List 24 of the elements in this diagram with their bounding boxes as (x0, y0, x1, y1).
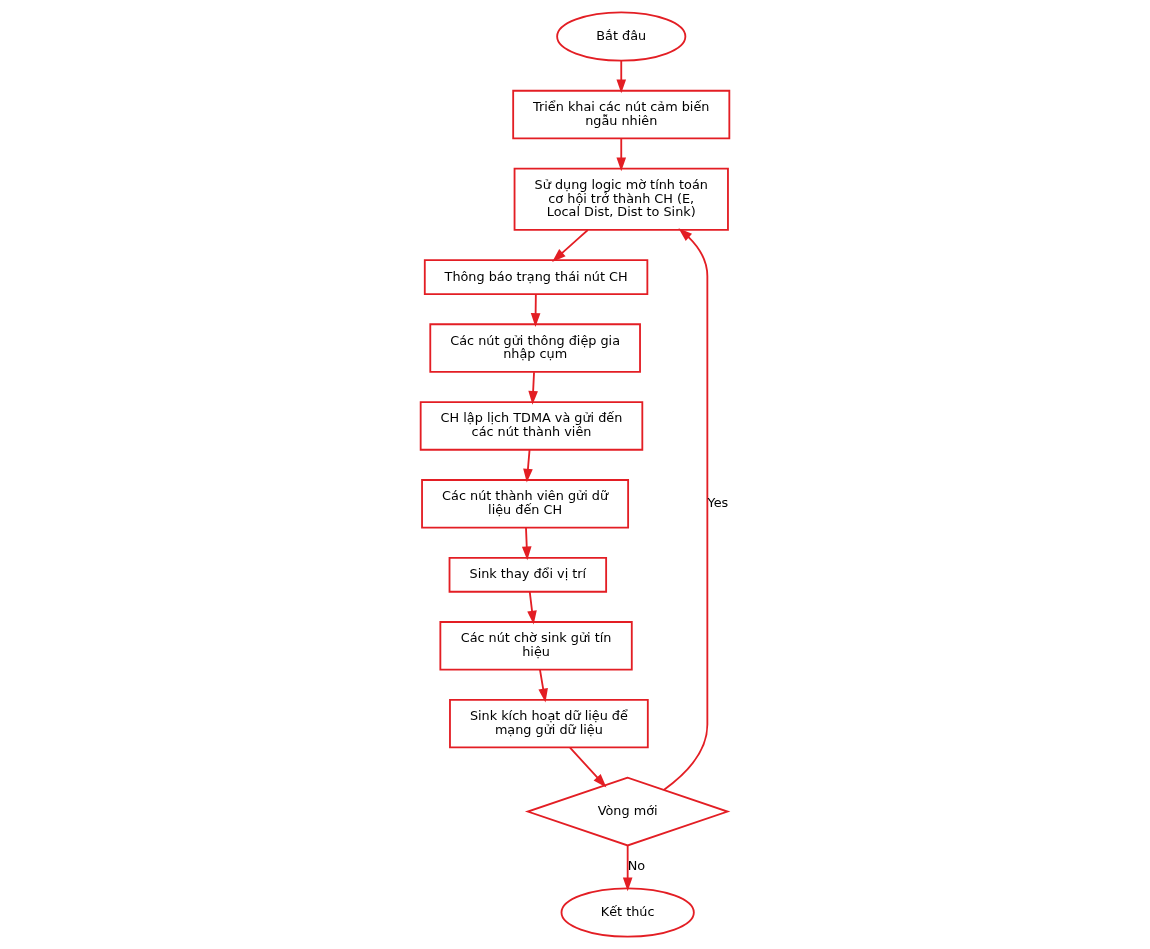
node-box: Sink kích hoạt dữ liệu để mạng gửi dữ liệu (449, 698, 649, 749)
arrow (538, 669, 548, 703)
node-ellipse: Kết thúc (560, 887, 695, 938)
node-ellipse: Bắt đâu (556, 11, 687, 62)
arrow (569, 746, 607, 788)
arrow (616, 137, 627, 172)
arrow (527, 590, 537, 625)
node-box: Triển khai các nút cảm biến ngẫu nhiên (512, 89, 731, 140)
arrow (552, 229, 589, 262)
arrow (521, 526, 532, 561)
node-box: Các nút thành viên gửi dữ liệu đến CH (421, 479, 630, 529)
node-box: CH lập lịch TDMA và gửi đến các nút thành viên (419, 401, 644, 451)
node-box: Sử dụng logic mờ tính toán cơ hội trở thành CH (E, Local Dist, Dist to Sink) (513, 167, 729, 231)
arrow (662, 228, 709, 791)
node-box: Sink thay đổi vị trí (448, 556, 608, 593)
arrow (622, 844, 633, 892)
arrow (616, 59, 627, 94)
node-box: Thông báo trạng thái nút CH (423, 259, 649, 295)
node-box: Các nút gửi thông điệp gia nhập cụm (429, 323, 641, 373)
arrow (530, 293, 541, 327)
arrow (528, 371, 538, 405)
edge-label: No (627, 858, 646, 874)
node-box: Các nút chờ sink gửi tín hiệu (439, 621, 633, 671)
arrow (523, 449, 533, 483)
